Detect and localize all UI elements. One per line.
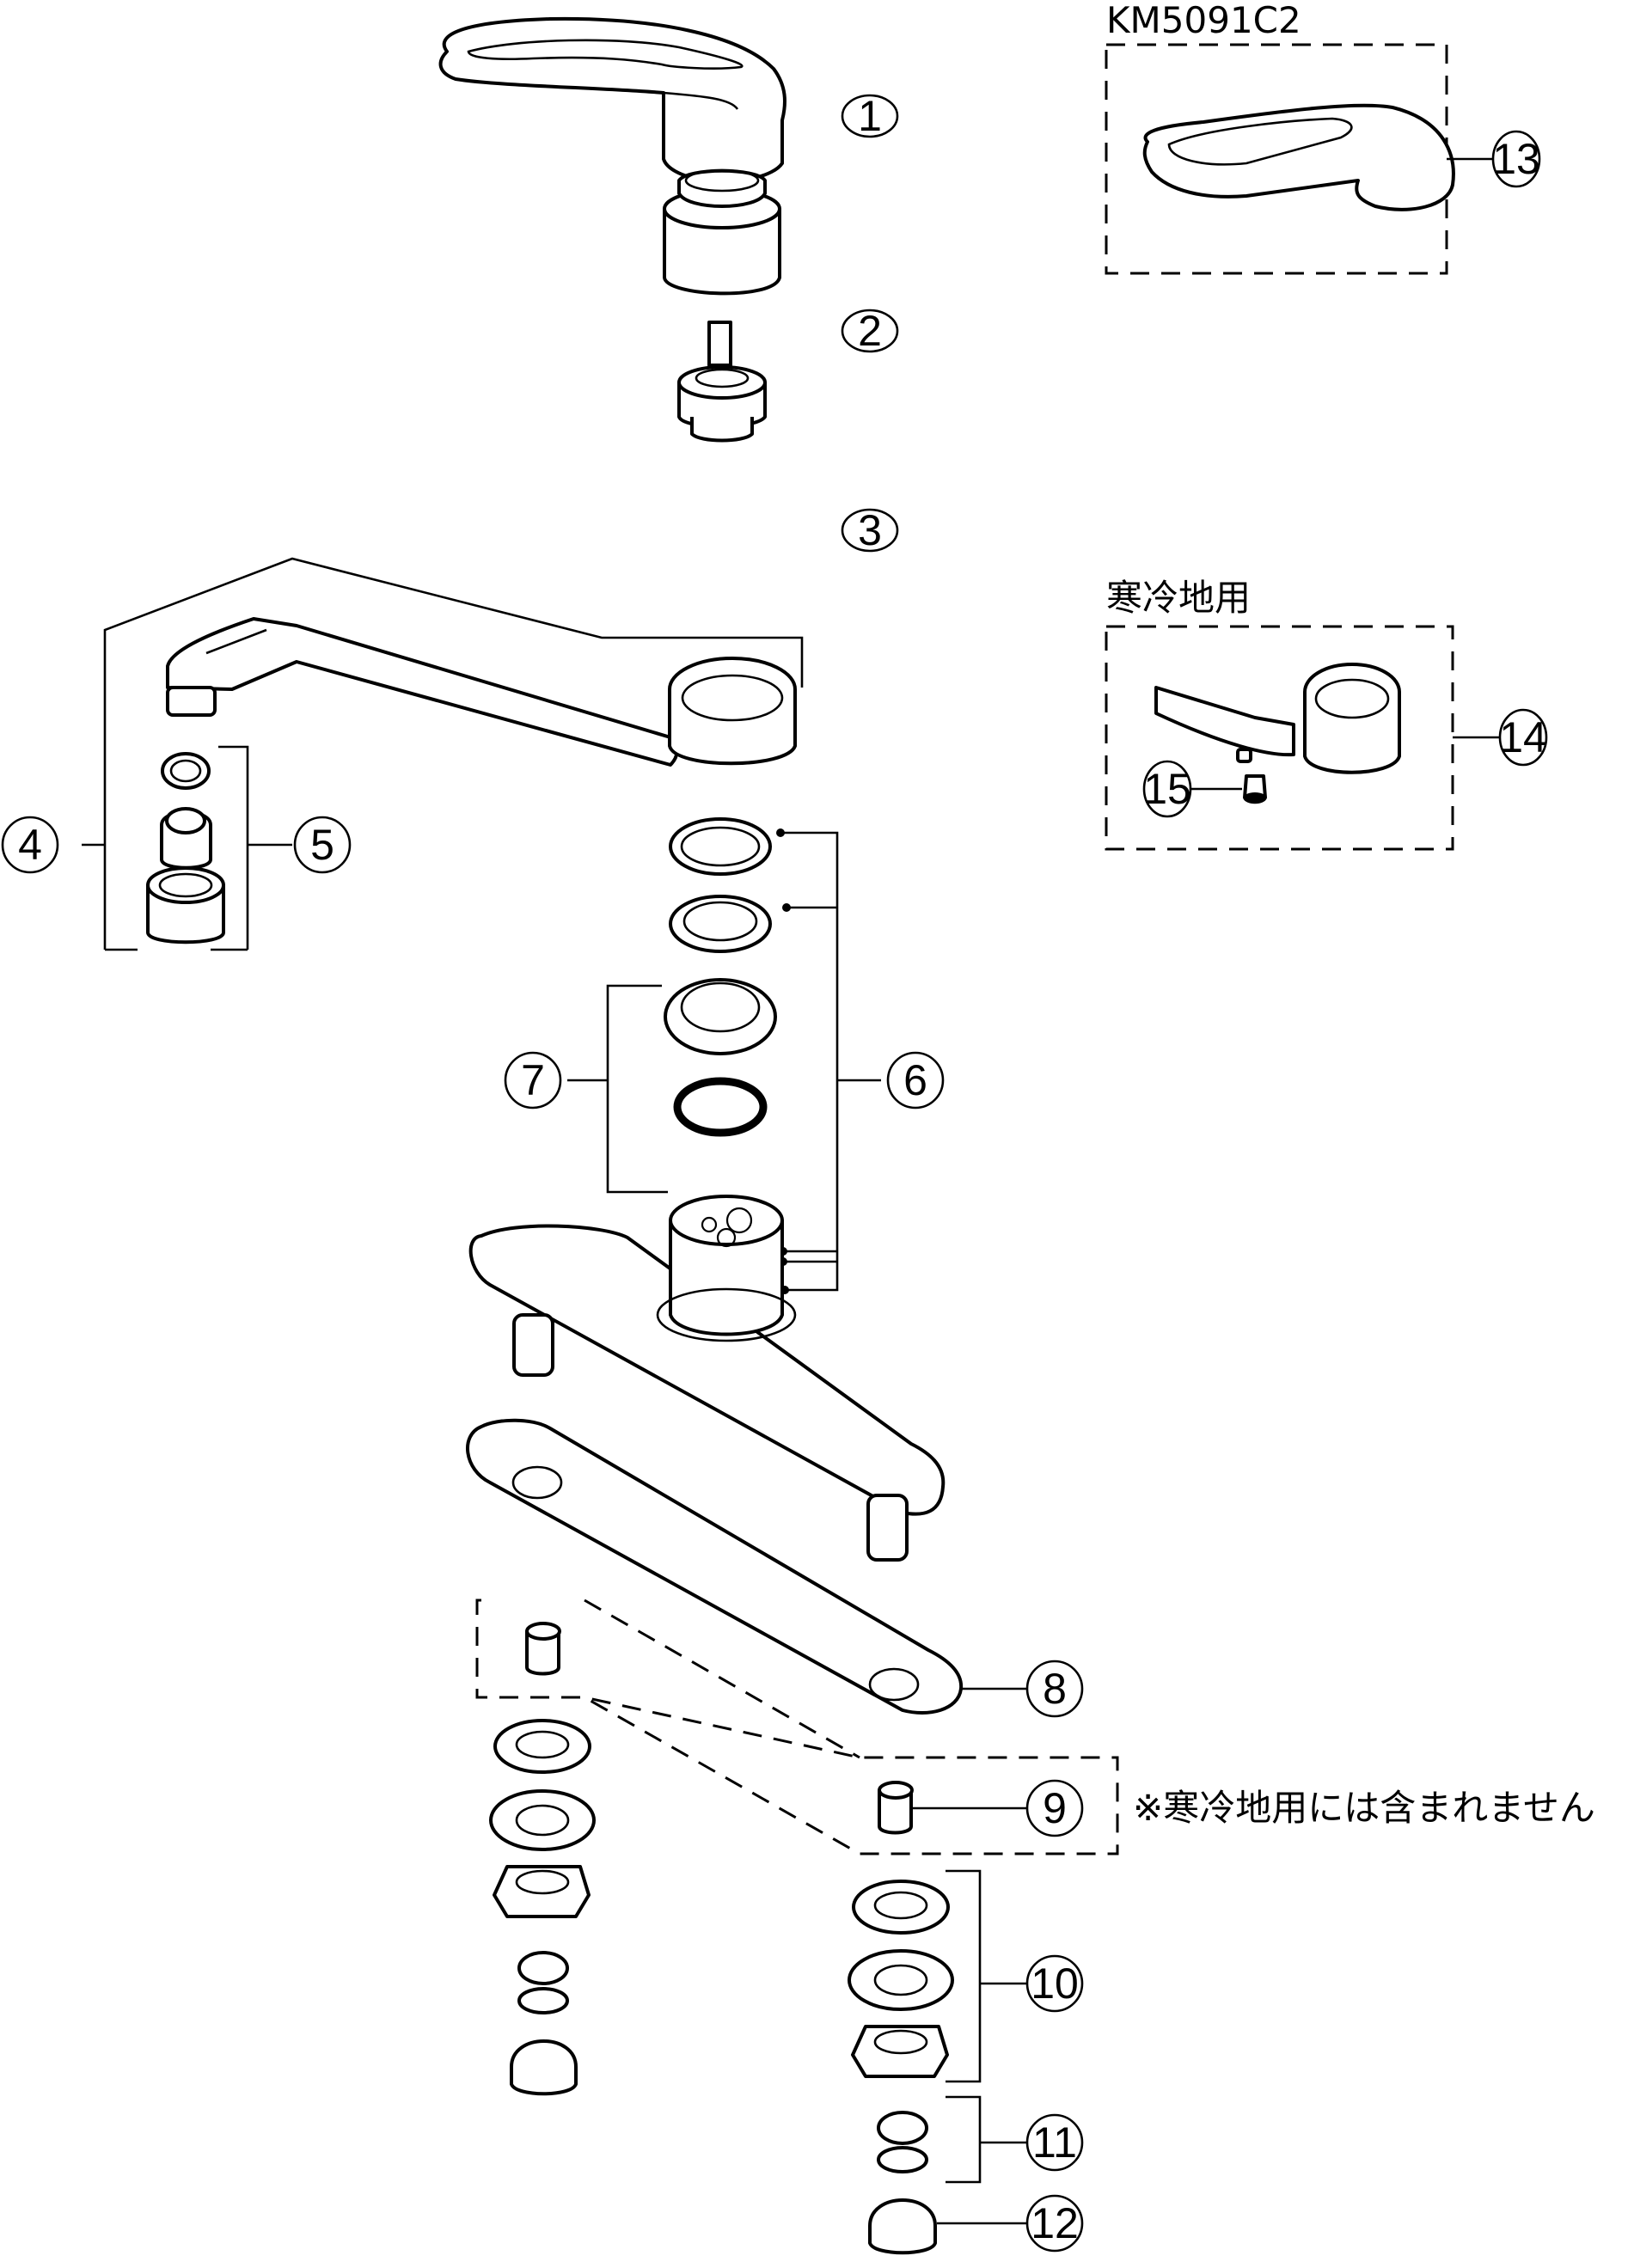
callout-10: 10 (1025, 1954, 1084, 2013)
callout-14: 14 (1498, 708, 1548, 767)
callout-6: 6 (886, 1051, 945, 1110)
part-14-cold-region-spout (1154, 663, 1401, 774)
svg-text:4: 4 (18, 821, 42, 869)
callout-4: 4 (1, 816, 59, 874)
part-6-7-seals (664, 817, 777, 1137)
svg-text:8: 8 (1043, 1665, 1067, 1713)
part-15-drain-plug (1243, 774, 1267, 804)
part-8-base-plate (466, 1418, 964, 1715)
part-9-strainers (525, 1622, 914, 1835)
part-6-leader (776, 828, 881, 1294)
callout-3: 3 (841, 506, 899, 554)
part-4-spout (166, 617, 797, 767)
part-5-bracket (218, 745, 292, 950)
svg-text:2: 2 (858, 307, 882, 355)
svg-text:6: 6 (903, 1056, 927, 1104)
svg-text:9: 9 (1043, 1784, 1067, 1832)
svg-text:10: 10 (1031, 1959, 1079, 2008)
part-4-leader (82, 557, 804, 950)
cold-region-title: 寒冷地用 (1106, 577, 1251, 619)
part-10-11-12-fittings (848, 1880, 954, 2255)
svg-text:3: 3 (858, 506, 882, 554)
cold-region-exclusion-note: ※寒冷地用には含まれません (1133, 1787, 1595, 1829)
callout-7: 7 (504, 1051, 562, 1110)
faucet-body (468, 1195, 946, 1562)
callout-2: 2 (841, 307, 899, 355)
handle-variant-outline (1105, 43, 1448, 275)
svg-text:13: 13 (1492, 135, 1540, 183)
part-7-bracket (567, 984, 668, 1194)
part-5-aerator-set (146, 752, 225, 944)
callout-1: 1 (841, 92, 899, 140)
svg-text:12: 12 (1031, 2199, 1079, 2247)
callout-8: 8 (1025, 1660, 1084, 1718)
callout-12: 12 (1025, 2194, 1084, 2253)
part-11-bracket (946, 2095, 1029, 2184)
svg-text:11: 11 (1032, 2118, 1077, 2167)
callout-9: 9 (1025, 1779, 1084, 1837)
handle-variant-model-label: KM5091C2 (1106, 0, 1301, 41)
svg-text:5: 5 (310, 821, 334, 869)
cold-region-outline (1105, 625, 1454, 851)
part-1-lever-handle (438, 16, 786, 184)
callout-11: 11 (1025, 2113, 1084, 2172)
part-3-cartridge (677, 321, 767, 443)
callout-15: 15 (1142, 760, 1192, 818)
cold-region-excluded-outline (475, 1599, 1119, 1855)
svg-text:7: 7 (521, 1056, 545, 1104)
svg-text:14: 14 (1499, 713, 1547, 761)
svg-text:1: 1 (858, 92, 882, 140)
callout-5: 5 (293, 816, 352, 874)
left-fittings-stack (489, 1719, 596, 2096)
callout-13: 13 (1491, 130, 1541, 188)
part-10-bracket (946, 1869, 1029, 2083)
part-13-handle-variant (1142, 103, 1455, 211)
part-2-cover-nut (663, 168, 781, 296)
svg-text:15: 15 (1143, 765, 1191, 813)
